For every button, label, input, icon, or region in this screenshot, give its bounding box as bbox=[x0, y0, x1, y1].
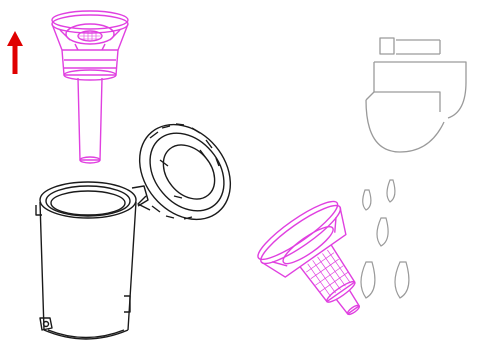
dust-bin-lid bbox=[121, 106, 249, 237]
lift-up-arrow-icon bbox=[7, 31, 23, 74]
water-drop-3 bbox=[377, 218, 388, 246]
dust-bin-container bbox=[36, 182, 148, 339]
cyclone-filter-part bbox=[52, 11, 128, 163]
water-drop-2 bbox=[387, 180, 395, 202]
water-drops bbox=[361, 180, 409, 298]
water-drop-1 bbox=[363, 190, 371, 210]
water-tap-icon bbox=[366, 38, 466, 152]
water-drop-5 bbox=[395, 262, 409, 298]
water-drop-4 bbox=[361, 262, 375, 298]
